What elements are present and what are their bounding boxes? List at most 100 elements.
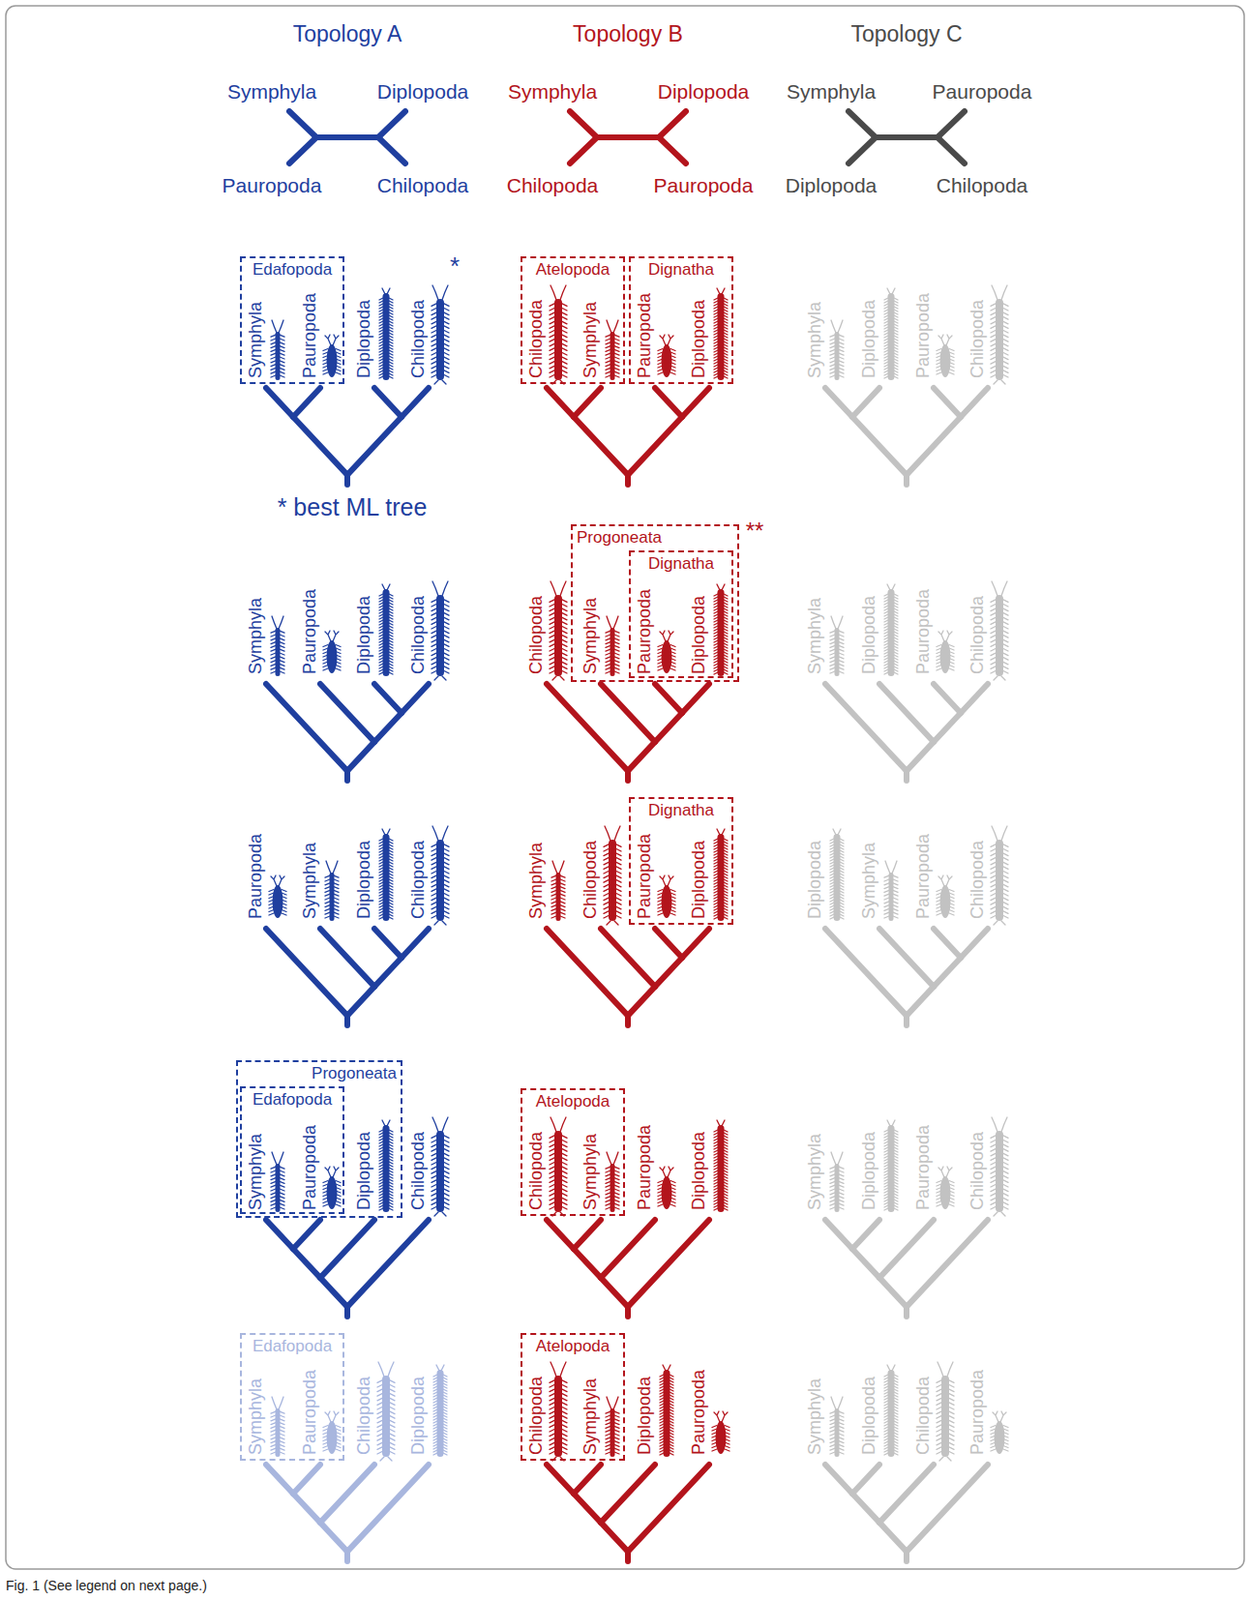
tree-branch	[401, 928, 429, 958]
legs	[323, 630, 341, 671]
legs	[323, 1166, 341, 1207]
taxon-label: Chilopoda	[354, 1376, 375, 1456]
tree-branch	[852, 1464, 880, 1494]
tree-branch	[937, 137, 965, 164]
body	[888, 589, 895, 677]
taxon-label: Diplopoda	[859, 1376, 880, 1456]
tree-branch	[852, 1493, 880, 1523]
taxon-label: Symphyla	[580, 301, 601, 379]
body	[383, 1125, 390, 1213]
arthropod-silhouette	[714, 288, 728, 381]
unrooted-tree	[569, 111, 686, 164]
taxon-label: Symphyla	[804, 301, 826, 379]
taxon-label: Pauropoda	[932, 80, 1033, 104]
arthropod-silhouette	[605, 320, 620, 381]
body	[436, 595, 445, 677]
rooted-tree	[825, 1362, 1009, 1562]
body	[717, 1125, 725, 1213]
tree-branch	[654, 387, 683, 417]
taxon-label: Pauropoda	[222, 174, 323, 198]
tree-branch	[374, 957, 402, 987]
legs	[323, 1411, 341, 1452]
legs	[884, 861, 898, 919]
legs	[884, 288, 898, 379]
legs	[990, 581, 1009, 681]
arthropod-silhouette	[884, 1120, 898, 1213]
tree-branch	[654, 957, 683, 987]
tree-branch	[573, 1220, 601, 1250]
legs	[551, 861, 566, 919]
taxon-label: Diplopoda	[354, 1131, 375, 1211]
taxon-label: Diplopoda	[354, 595, 375, 675]
arthropod-silhouette	[884, 861, 898, 922]
tree-branch	[600, 684, 655, 743]
legs	[990, 826, 1009, 925]
clade-name: Progoneata	[307, 1062, 401, 1084]
taxon-label: Pauropoda	[634, 1125, 655, 1211]
clade-box: Edafopoda	[239, 1086, 345, 1215]
legs	[549, 1362, 567, 1461]
rooted-tree	[546, 1117, 728, 1317]
taxon-label: Diplopoda	[377, 80, 470, 104]
clade-box: Edafopoda	[239, 1333, 345, 1461]
arthropod-silhouette	[549, 581, 567, 681]
arthropod-silhouette	[270, 1152, 285, 1213]
tree-branch	[852, 1220, 880, 1250]
legs	[714, 1120, 728, 1211]
legs	[990, 1411, 1009, 1452]
taxon-label: Diplopoda	[804, 840, 826, 920]
tree-branch	[960, 684, 988, 714]
legs	[936, 334, 954, 375]
arthropod-silhouette	[714, 1120, 728, 1213]
legs	[990, 1117, 1009, 1217]
legs	[325, 861, 339, 919]
legs	[268, 875, 287, 916]
tree-branch	[933, 713, 961, 743]
rooted-tree	[825, 285, 1009, 485]
arthropod-silhouette	[268, 875, 287, 919]
clade-name: Edafopoda	[248, 258, 336, 280]
body	[383, 589, 390, 677]
legs	[270, 320, 285, 378]
arthropod-silhouette	[990, 581, 1009, 681]
taxon-label: Symphyla	[859, 842, 880, 920]
legs	[830, 1152, 844, 1210]
legs	[605, 1397, 620, 1455]
legs	[830, 1397, 844, 1455]
rooted-tree	[266, 826, 449, 1026]
body	[382, 1375, 390, 1458]
tree-branch	[573, 1249, 601, 1279]
arthropod-silhouette	[323, 1411, 341, 1455]
taxon-label: Symphyla	[580, 597, 601, 675]
taxon-label: Symphyla	[227, 80, 317, 104]
arthropod-silhouette	[605, 616, 620, 677]
tree-branch	[374, 684, 402, 714]
tree-branch	[546, 1464, 574, 1494]
taxon-label: Symphyla	[580, 1133, 601, 1211]
legs	[379, 829, 393, 920]
arthropod-silhouette	[270, 1397, 285, 1458]
legs	[270, 616, 285, 674]
arthropod-silhouette	[603, 826, 622, 925]
taxon-label: Chilopoda	[936, 174, 1029, 198]
body	[995, 595, 1004, 677]
body	[888, 1369, 895, 1458]
tree-branch	[293, 1464, 321, 1494]
legs	[379, 584, 393, 675]
tree-branch	[378, 137, 406, 164]
tree-branch	[320, 1220, 375, 1279]
tree-branch	[573, 1493, 601, 1523]
legs	[431, 1117, 449, 1217]
taxon-label: Chilopoda	[408, 299, 429, 379]
taxon-label: Pauropoda	[688, 1369, 710, 1456]
arthropod-silhouette	[830, 1152, 844, 1213]
tree-branch	[347, 986, 375, 1016]
taxon-label: Chilopoda	[967, 299, 988, 379]
arthropod-silhouette	[830, 1397, 844, 1458]
body	[995, 298, 1004, 381]
arthropod-silhouette	[884, 584, 898, 677]
tree-branch	[546, 1220, 574, 1250]
taxon-label: Symphyla	[804, 597, 826, 675]
tree-branch	[374, 713, 402, 743]
